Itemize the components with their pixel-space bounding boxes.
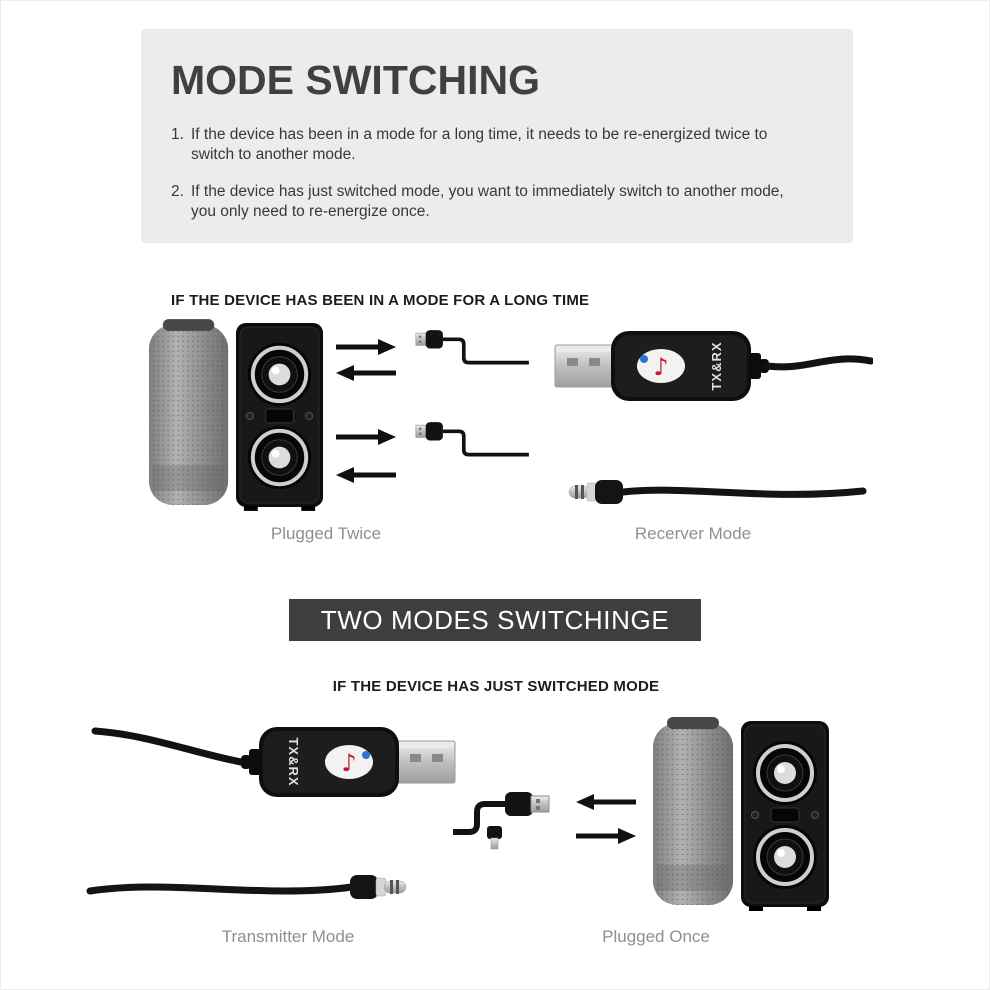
usb-plug-cable-icon xyxy=(414,328,531,365)
arrow-right-icon xyxy=(336,429,396,445)
plug-twice-arrows-image xyxy=(336,328,531,483)
header-box: MODE SWITCHING 1. If the device has been… xyxy=(141,29,853,243)
music-note-icon: ♪ xyxy=(341,749,356,777)
page-title: MODE SWITCHING xyxy=(171,57,540,103)
section-heading-long-time: IF THE DEVICE HAS BEEN IN A MODE FOR A L… xyxy=(171,292,590,309)
usb-plug-cable-icon xyxy=(414,420,531,457)
arrow-right-icon xyxy=(576,828,636,844)
instruction-text: If the device has just switched mode, yo… xyxy=(191,182,784,221)
mini-cable xyxy=(453,801,507,835)
arrow-left-icon xyxy=(336,365,396,381)
instruction-item: 1. If the device has been in a mode for … xyxy=(171,125,821,166)
instruction-list: 1. If the device has been in a mode for … xyxy=(171,125,821,239)
dongle-cable xyxy=(763,355,873,371)
caption-plugged-once: Plugged Once xyxy=(602,927,710,946)
device-label: TX&RX xyxy=(286,737,301,786)
instruction-number: 2. xyxy=(171,182,184,200)
device-label: TX&RX xyxy=(709,341,724,390)
usb-dongle-receiver-image: ♪ TX&RX xyxy=(554,330,873,402)
aux-cable-image xyxy=(86,875,407,899)
instruction-item: 2. If the device has just switched mode,… xyxy=(171,182,821,223)
music-note-icon: ♪ xyxy=(653,353,668,381)
caption-receiver-mode: Recerver Mode xyxy=(634,524,752,543)
arrow-left-icon xyxy=(336,467,396,483)
aux-plug-icon xyxy=(487,826,502,839)
instruction-number: 1. xyxy=(171,126,184,143)
instruction-text: If the device has been in a mode for a l… xyxy=(191,126,768,164)
usb-dongle-transmitter-image: ♪ TX&RX xyxy=(91,726,456,798)
arrow-left-icon xyxy=(576,794,636,810)
caption-plugged-twice: Plugged Twice xyxy=(270,524,382,543)
speaker-pair-image xyxy=(147,315,325,513)
aux-cable-image xyxy=(568,480,867,504)
mode-switching-banner: TWO MODES SWITCHINGE xyxy=(289,599,701,641)
dongle-cable xyxy=(91,727,245,766)
caption-transmitter-mode: Transmitter Mode xyxy=(221,927,355,946)
section-heading-just-switched: IF THE DEVICE HAS JUST SWITCHED MODE xyxy=(332,678,660,695)
plug-once-arrows-image xyxy=(453,792,636,850)
usb-plug-icon xyxy=(505,792,533,816)
speaker-pair-image xyxy=(651,713,831,913)
arrow-right-icon xyxy=(336,339,396,355)
